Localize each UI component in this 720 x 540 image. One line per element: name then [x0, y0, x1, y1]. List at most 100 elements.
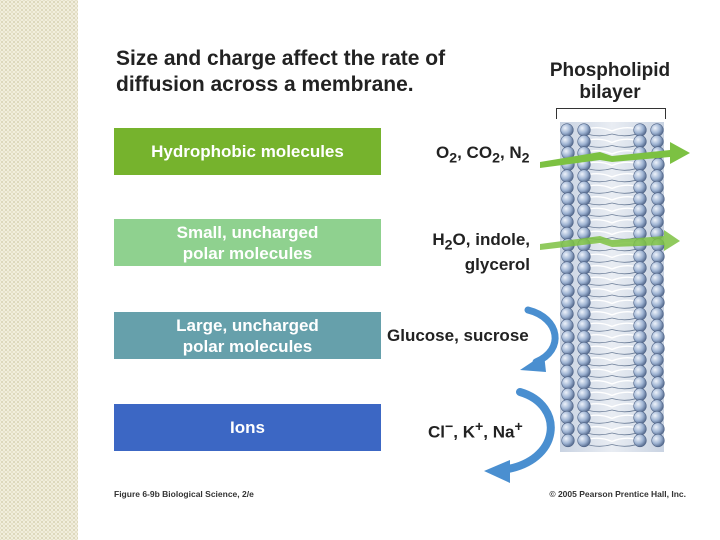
lipid-head — [633, 192, 647, 206]
category-small-polar-box: Small, uncharged polar molecules — [114, 219, 381, 266]
lipid-head — [651, 330, 665, 344]
ions-reflect-arrow — [498, 388, 555, 474]
lipid-head — [633, 272, 647, 287]
lipid-head — [650, 353, 664, 367]
title-line-1: Size and charge affect the rate of — [116, 47, 446, 70]
bilayer-label: Phospholipid bilayer — [540, 60, 680, 104]
lipid-head — [561, 387, 575, 402]
category-large-polar-box: Large, uncharged polar molecules — [114, 312, 381, 359]
lipid-head — [560, 307, 574, 321]
category-ions-box: Ions — [114, 404, 381, 451]
lipid-head — [651, 284, 665, 298]
lipid-head — [650, 399, 664, 413]
bilayer-label-line-2: bilayer — [579, 82, 641, 103]
species-ions: Cl−, K+, Na+ — [428, 419, 523, 442]
lipid-head — [633, 341, 647, 356]
category-ions-label: Ions — [230, 418, 265, 437]
lipid-head — [633, 169, 647, 183]
lipid-head — [561, 433, 575, 448]
large-polar-reflect-arrow — [524, 306, 559, 366]
lipid-head — [651, 376, 665, 390]
lipid-head — [633, 433, 647, 448]
lipid-head — [577, 261, 591, 275]
lipid-head — [633, 410, 647, 425]
large-polar-arrowhead — [520, 354, 546, 372]
bilayer-bracket — [556, 108, 666, 119]
lipid-head — [561, 376, 575, 390]
lipid-head — [577, 318, 591, 333]
lipid-head — [560, 318, 574, 333]
lipid-head — [633, 157, 647, 172]
lipid-head — [650, 169, 664, 183]
lipid-head — [577, 180, 591, 195]
lipid-head — [633, 134, 647, 149]
figure-caption: Figure 6-9b Biological Science, 2/e — [114, 489, 254, 499]
category-small-polar-label-1: Small, uncharged — [176, 222, 319, 242]
lipid-head — [633, 307, 647, 321]
lipid-head — [651, 203, 665, 218]
lipid-head — [577, 192, 591, 206]
lipid-head — [577, 307, 591, 321]
bilayer-core — [560, 122, 664, 452]
lipid-head — [633, 203, 647, 218]
lipid-head — [560, 399, 574, 413]
lipid-head — [633, 399, 647, 413]
lipid-head — [650, 410, 664, 425]
lipid-head — [633, 284, 647, 298]
lipid-head — [560, 123, 574, 137]
lipid-head — [577, 284, 591, 298]
lipid-head — [577, 341, 591, 356]
lipid-head — [577, 399, 591, 413]
lipid-head — [577, 433, 591, 448]
lipid-head — [633, 422, 647, 436]
species-small-polar: H2O, indole, glycerol — [432, 230, 530, 275]
lipid-head — [577, 123, 591, 137]
lipid-head — [650, 123, 664, 137]
side-pattern-border — [0, 0, 78, 540]
lipid-head — [560, 169, 574, 183]
lipid-head — [561, 341, 575, 356]
lipid-head — [633, 249, 647, 264]
lipid-head — [650, 261, 664, 275]
lipid-head — [650, 364, 664, 379]
lipid-head — [560, 134, 574, 149]
lipid-head — [560, 272, 574, 287]
lipid-head — [633, 123, 647, 137]
lipid-head — [650, 134, 664, 149]
lipid-head — [561, 422, 575, 436]
lipid-head — [633, 330, 647, 344]
lipid-head — [560, 353, 574, 367]
species-hydrophobic: O2, CO2, N2 — [436, 143, 530, 167]
lipid-head — [560, 364, 574, 379]
lipid-head — [560, 180, 574, 195]
lipid-head — [577, 353, 591, 367]
lipid-head — [577, 422, 591, 436]
lipid-head — [577, 249, 591, 264]
lipid-head — [577, 330, 591, 344]
lipid-head — [577, 387, 591, 402]
lipid-head — [633, 295, 647, 310]
hydrophobic-cross-arrow — [540, 142, 690, 168]
lipid-head — [650, 318, 664, 333]
lipid-head — [577, 364, 591, 379]
lipid-head — [560, 410, 574, 425]
lipid-head — [561, 295, 575, 310]
bilayer-label-line-1: Phospholipid — [549, 60, 671, 81]
lipid-head — [651, 387, 665, 402]
lipid-head — [561, 192, 575, 206]
category-large-polar-label-1: Large, uncharged — [176, 315, 319, 335]
lipid-heads — [560, 123, 665, 448]
lipid-head — [651, 295, 665, 310]
lipid-head — [633, 376, 647, 390]
lipid-head — [633, 364, 647, 379]
lipid-head — [561, 203, 575, 218]
lipid-head — [560, 226, 574, 241]
lipid-head — [633, 180, 647, 195]
ions-arrowhead — [484, 460, 510, 483]
lipid-head — [561, 330, 575, 344]
lipid-head — [650, 307, 664, 321]
title-line-2: diffusion across a membrane. — [116, 73, 414, 96]
lipid-head — [577, 215, 591, 229]
lipid-head — [633, 215, 647, 229]
